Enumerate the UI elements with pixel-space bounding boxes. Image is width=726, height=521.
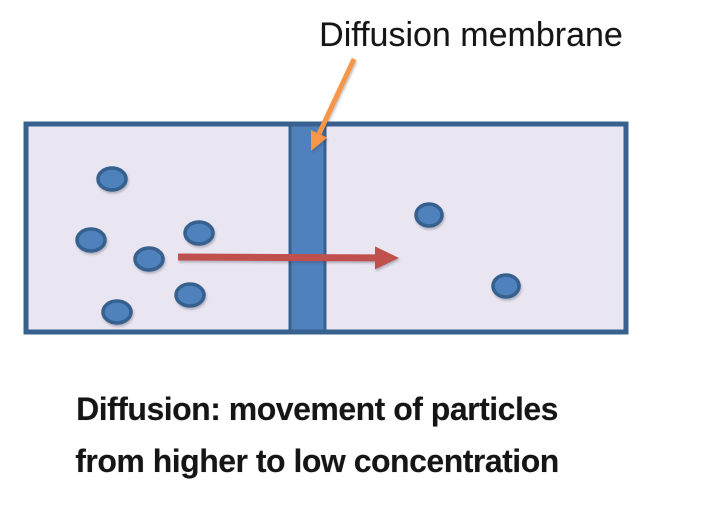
flow-arrow-head [374, 246, 399, 270]
caption-line1: Diffusion: movement of particles [76, 391, 558, 427]
flow-arrow [177, 246, 399, 270]
flow-arrow-shaft [177, 253, 376, 262]
particle-left [133, 246, 165, 272]
membrane-pointer-arrow-shaft [316, 57, 357, 135]
membrane-pointer-arrow-head [310, 129, 328, 151]
membrane-band [288, 122, 327, 334]
particle-left [96, 166, 128, 192]
particle-right [491, 273, 521, 299]
particles [75, 166, 521, 325]
particle-left [174, 282, 206, 308]
particle-left [183, 220, 215, 246]
membrane-label: Diffusion membrane [319, 16, 623, 54]
caption: Diffusion: movement of particles from hi… [17, 383, 617, 487]
particle-left [101, 299, 133, 325]
caption-line2: from higher to low concentration [75, 443, 559, 479]
membrane-pointer-arrow [310, 57, 357, 151]
particle-right [414, 202, 444, 228]
particle-left [75, 227, 107, 253]
